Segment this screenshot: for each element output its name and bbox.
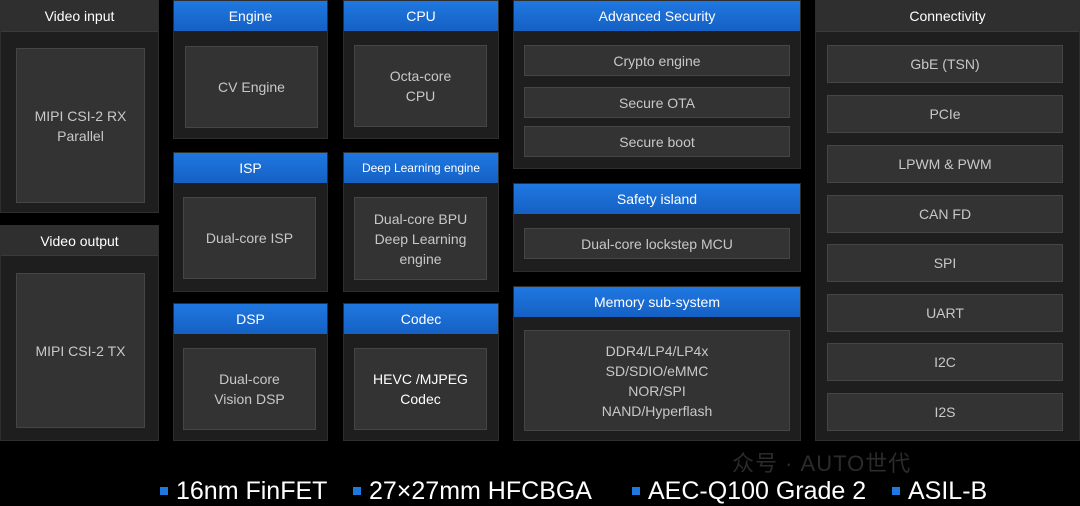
connectivity-panel: Connectivity GbE (TSN) PCIe LPWM & PWM C… xyxy=(815,0,1080,441)
dsp-panel: DSP Dual-core Vision DSP xyxy=(173,303,328,441)
dsp-box: Dual-core Vision DSP xyxy=(183,348,316,430)
safety-island-box: Dual-core lockstep MCU xyxy=(524,228,790,259)
bullet-square-icon xyxy=(892,487,900,495)
security-item: Secure boot xyxy=(524,126,790,157)
footer-label: AEC-Q100 Grade 2 xyxy=(648,476,867,505)
footer-item: 16nm FinFET xyxy=(160,476,327,506)
connectivity-item: GbE (TSN) xyxy=(827,45,1063,83)
codec-title: Codec xyxy=(344,304,498,334)
bullet-square-icon xyxy=(632,487,640,495)
video-output-title: Video output xyxy=(1,226,158,256)
footer-item: 27×27mm HFCBGA xyxy=(353,476,592,506)
bullet-square-icon xyxy=(160,487,168,495)
video-output-box: MIPI CSI-2 TX xyxy=(16,273,145,428)
footer-label: ASIL-B xyxy=(908,476,988,505)
connectivity-item: CAN FD xyxy=(827,195,1063,233)
codec-panel: Codec HEVC /MJPEG Codec xyxy=(343,303,499,441)
cpu-title: CPU xyxy=(344,1,498,31)
video-output-panel: Video output MIPI CSI-2 TX xyxy=(0,225,159,441)
dsp-title: DSP xyxy=(174,304,327,334)
footer-item: ASIL-B xyxy=(892,476,987,506)
watermark: 众号 · AUTO世代 xyxy=(732,451,912,476)
connectivity-title: Connectivity xyxy=(816,1,1079,32)
bullet-square-icon xyxy=(353,487,361,495)
isp-box: Dual-core ISP xyxy=(183,197,316,279)
footer-label: 27×27mm HFCBGA xyxy=(369,476,592,505)
video-input-title: Video input xyxy=(1,1,158,32)
video-input-panel: Video input MIPI CSI-2 RX Parallel xyxy=(0,0,159,213)
advanced-security-title: Advanced Security xyxy=(514,1,800,31)
connectivity-item: SPI xyxy=(827,244,1063,282)
engine-title: Engine xyxy=(174,1,327,31)
codec-box: HEVC /MJPEG Codec xyxy=(354,348,487,430)
memory-title: Memory sub-system xyxy=(514,287,800,317)
connectivity-item: UART xyxy=(827,294,1063,332)
connectivity-item: PCIe xyxy=(827,95,1063,133)
deep-learning-title: Deep Learning engine xyxy=(344,153,498,183)
connectivity-item: I2C xyxy=(827,343,1063,381)
cpu-panel: CPU Octa-core CPU xyxy=(343,0,499,139)
security-item: Crypto engine xyxy=(524,45,790,76)
deep-learning-panel: Deep Learning engine Dual-core BPU Deep … xyxy=(343,152,499,292)
footer-item: AEC-Q100 Grade 2 xyxy=(632,476,866,506)
advanced-security-panel: Advanced Security Crypto engine Secure O… xyxy=(513,0,801,169)
engine-box: CV Engine xyxy=(185,46,318,128)
safety-island-panel: Safety island Dual-core lockstep MCU xyxy=(513,183,801,272)
security-item: Secure OTA xyxy=(524,87,790,118)
cpu-box: Octa-core CPU xyxy=(354,45,487,127)
connectivity-item: I2S xyxy=(827,393,1063,431)
engine-panel: Engine CV Engine xyxy=(173,0,328,139)
memory-panel: Memory sub-system DDR4/LP4/LP4x SD/SDIO/… xyxy=(513,286,801,441)
footer-label: 16nm FinFET xyxy=(176,476,328,505)
video-input-box: MIPI CSI-2 RX Parallel xyxy=(16,48,145,203)
connectivity-item: LPWM & PWM xyxy=(827,145,1063,183)
memory-box: DDR4/LP4/LP4x SD/SDIO/eMMC NOR/SPI NAND/… xyxy=(524,330,790,431)
isp-title: ISP xyxy=(174,153,327,183)
isp-panel: ISP Dual-core ISP xyxy=(173,152,328,292)
deep-learning-box: Dual-core BPU Deep Learning engine xyxy=(354,197,487,280)
safety-island-title: Safety island xyxy=(514,184,800,214)
